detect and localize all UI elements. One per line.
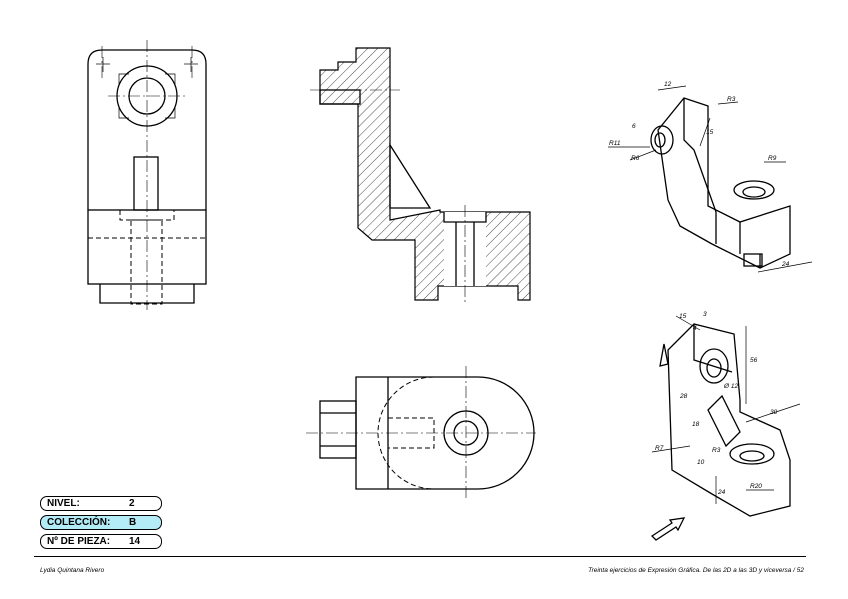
section-view — [310, 47, 531, 305]
dim-18: 18 — [692, 421, 700, 428]
dim-15-b: 15 — [679, 313, 687, 320]
dim-56: 56 — [750, 357, 758, 364]
dim-r6: R6 — [631, 155, 640, 162]
view-direction-arrow-icon — [650, 517, 686, 541]
isometric-view-bottom: 15 4 3 56 Ø 12 30 28 18 R3 R7 10 24 R20 — [651, 311, 801, 517]
pieza-value: 14 — [129, 536, 141, 547]
pieza-label: Nº DE PIEZA: — [47, 536, 111, 547]
dim-r3: R3 — [727, 96, 736, 103]
dim-15: 15 — [706, 129, 714, 136]
dim-r11: R11 — [609, 140, 621, 147]
coleccion-label: COLECCIÓN: — [47, 517, 111, 528]
dim-6: 6 — [632, 123, 636, 130]
coleccion-value: B — [129, 517, 137, 528]
front-view — [87, 40, 207, 310]
dim-12: 12 — [664, 81, 672, 88]
nivel-label: NIVEL: — [47, 498, 80, 509]
dim-r3-b: R3 — [712, 447, 721, 454]
footer-series: Treinta ejercicios de Expresión Gráfica.… — [588, 567, 804, 574]
dim-dia-12: Ø 12 — [723, 383, 738, 390]
pieza-box: Nº DE PIEZA: 14 — [40, 534, 162, 549]
dim-r9: R9 — [768, 155, 777, 162]
dim-r7: R7 — [655, 445, 664, 452]
nivel-value: 2 — [129, 498, 135, 509]
isometric-view-top: 12 R3 R11 R6 15 R9 24 6 — [608, 81, 813, 273]
dim-3-b: 3 — [703, 311, 707, 318]
footer-divider — [34, 556, 806, 557]
dim-4-b: 4 — [693, 325, 697, 332]
dim-30: 30 — [770, 409, 778, 416]
dim-10: 10 — [697, 459, 705, 466]
coleccion-box: COLECCIÓN: B — [40, 515, 162, 530]
dim-24-b: 24 — [717, 489, 726, 496]
dim-24-top: 24 — [781, 261, 790, 268]
top-view — [306, 366, 536, 500]
dim-28: 28 — [679, 393, 688, 400]
nivel-box: NIVEL: 2 — [40, 496, 162, 511]
dim-r20: R20 — [750, 483, 762, 490]
footer-author: Lydia Quintana Rivero — [40, 567, 105, 574]
